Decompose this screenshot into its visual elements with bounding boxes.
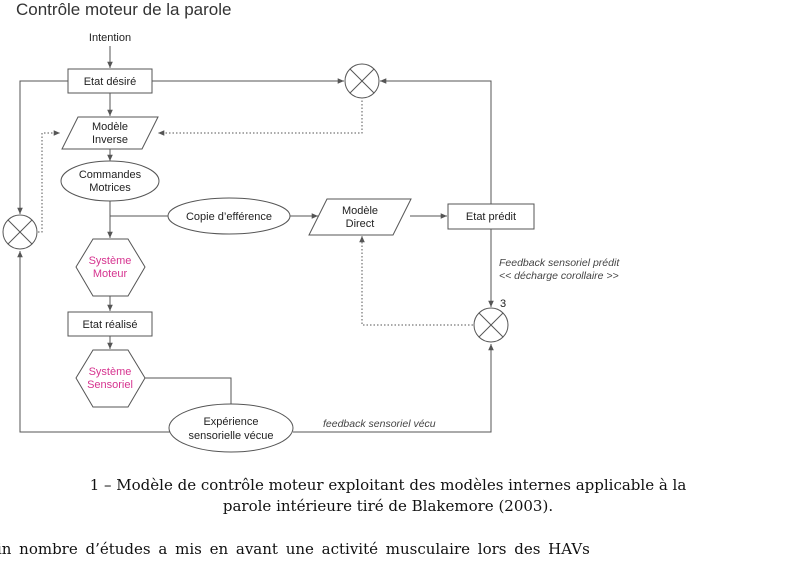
etat-predit-label: Etat prédit — [466, 211, 516, 223]
copie-efference-label: Copie d’efférence — [186, 211, 272, 223]
systeme-sensoriel-hexagon — [75, 349, 146, 408]
experience-label-1: Expérience — [203, 416, 258, 428]
arrow-experience-to-left-comparator — [17, 251, 171, 433]
modele-inverse-label-1: Modèle — [92, 121, 128, 133]
commandes-motrices-ellipse — [60, 160, 160, 202]
intention-label: Intention — [89, 32, 131, 44]
line-sensoriel-to-experience — [139, 377, 232, 404]
systeme-sensoriel-label-2: Sensoriel — [87, 379, 133, 391]
systeme-moteur-label-1: Système — [89, 255, 132, 267]
arrow-left-comparator-to-modele-inverse — [38, 130, 60, 233]
comparator-right — [473, 307, 509, 343]
diagram-title: Contrôle moteur de la parole — [16, 0, 232, 19]
commandes-label-1: Commandes — [79, 169, 142, 181]
speech-motor-control-diagram: Intention Etat désiré Modèle Inverse Com… — [2, 32, 620, 453]
etat-desire-label: Etat désiré — [84, 76, 137, 88]
body-paragraph: ain nombre d’études a mis en avant une a… — [0, 540, 590, 558]
copie-efference-ellipse — [167, 197, 291, 235]
arrow-etat-desire-to-left-comparator — [17, 80, 68, 214]
etat-predit-box — [447, 203, 535, 230]
comparator-number-label: 3 — [500, 298, 506, 310]
systeme-sensoriel-label-1: Système — [89, 366, 132, 378]
comparator-left — [2, 214, 38, 250]
figure-caption: 1 – Modèle de contrôle moteur exploitant… — [0, 475, 786, 517]
etat-desire-box — [67, 68, 153, 94]
caption-line-2: parole intérieure tiré de Blakemore (200… — [222, 497, 554, 515]
comparator-top — [344, 63, 380, 99]
caption-line-1: 1 – Modèle de contrôle moteur exploitant… — [89, 476, 687, 494]
feedback-predit-label-2: << décharge corollaire >> — [499, 270, 619, 282]
commandes-label-2: Motrices — [89, 182, 131, 194]
modele-inverse-parallelogram — [61, 116, 159, 150]
feedback-vecu-label: feedback sensoriel vécu — [323, 418, 436, 430]
systeme-moteur-hexagon — [75, 238, 146, 297]
arrow-etat-predit-to-comparator — [380, 78, 492, 204]
experience-ellipse — [168, 403, 294, 453]
etat-realise-label: Etat réalisé — [82, 319, 137, 331]
arrow-right-comparator-to-modele-direct — [359, 236, 473, 326]
modele-direct-label-1: Modèle — [342, 205, 378, 217]
modele-direct-parallelogram — [308, 198, 412, 236]
etat-realise-box — [67, 311, 153, 337]
experience-label-2: sensorielle vécue — [189, 430, 274, 442]
modele-inverse-label-2: Inverse — [92, 134, 128, 146]
arrow-error-to-modele-inverse — [158, 97, 363, 136]
systeme-moteur-label-2: Moteur — [93, 268, 128, 280]
modele-direct-label-2: Direct — [346, 218, 375, 230]
feedback-predit-label-1: Feedback sensoriel prédit — [499, 257, 620, 269]
arrow-feedback-vecu-to-right-comparator — [293, 344, 494, 433]
